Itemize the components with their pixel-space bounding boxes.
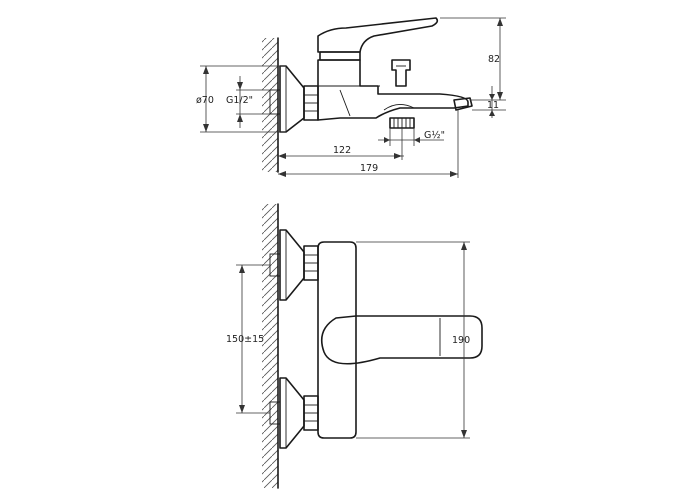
dim-body-height-label: 190	[452, 335, 470, 346]
dim-inlet-spacing-label: 150±15	[226, 334, 264, 345]
side-view: 82 11 ø70 G1/2" G½" 122	[196, 17, 506, 178]
upper-flange	[279, 229, 305, 301]
wall-hatch-bottom	[262, 204, 278, 488]
dim-outlet-label: 11	[487, 100, 499, 111]
lever-handle-front	[320, 315, 483, 365]
faucet-body-front	[317, 241, 357, 439]
front-view: 150±15 190	[226, 203, 483, 489]
faucet-body-top	[317, 59, 469, 121]
dim-projection-inner-label: 122	[333, 145, 351, 156]
diverter-knob	[391, 59, 411, 87]
dim-projection-total-label: 179	[360, 163, 378, 174]
dim-inlet-thread-label: G1/2"	[226, 95, 253, 106]
dim-shower-thread-label: G½"	[424, 130, 445, 141]
lower-flange	[279, 377, 305, 449]
dim-height-label: 82	[488, 54, 500, 65]
spout-outlet	[453, 97, 473, 111]
dim-diameter-label: ø70	[196, 95, 214, 106]
lever-handle-top	[317, 17, 439, 53]
flange-top	[279, 65, 305, 133]
